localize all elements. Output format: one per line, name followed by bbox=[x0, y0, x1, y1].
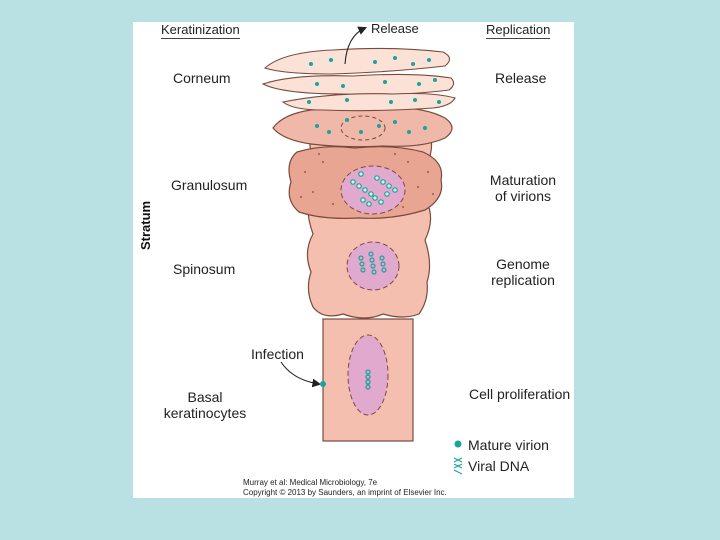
granulosum-label: Granulosum bbox=[171, 177, 247, 193]
maturation-label: Maturation of virions bbox=[478, 172, 568, 204]
stratum-axis-label: Stratum bbox=[138, 201, 153, 250]
maturation-label-line1: Maturation bbox=[478, 172, 568, 188]
corneum-layer bbox=[263, 48, 455, 110]
credit-line1: Murray et al: Medical Microbiology, 7e bbox=[243, 478, 377, 488]
infection-arrow bbox=[281, 362, 319, 384]
genome-label: Genome replication bbox=[478, 256, 568, 288]
legend-dna-label: Viral DNA bbox=[468, 458, 529, 474]
basal-label: Basal keratinocytes bbox=[155, 389, 255, 421]
keratinization-header: Keratinization bbox=[161, 22, 240, 39]
infection-label: Infection bbox=[251, 346, 304, 362]
legend-virion-label: Mature virion bbox=[468, 437, 549, 453]
granulosum-cell bbox=[289, 147, 442, 219]
legend-virion-icon bbox=[455, 441, 462, 448]
spinosum-nucleus bbox=[347, 242, 399, 290]
flattened-cell bbox=[273, 107, 452, 146]
proliferation-label: Cell proliferation bbox=[469, 386, 570, 402]
legend-dna-icon bbox=[454, 458, 462, 474]
credit-line2: Copyright © 2013 by Saunders, an imprint… bbox=[243, 488, 447, 498]
basal-label-line1: Basal bbox=[155, 389, 255, 405]
genome-label-line1: Genome bbox=[478, 256, 568, 272]
infecting-virion bbox=[320, 381, 326, 387]
release-top-label: Release bbox=[371, 22, 419, 37]
diagram-panel: Keratinization Replication Release Strat… bbox=[133, 22, 574, 498]
basal-cell bbox=[323, 319, 413, 441]
spinosum-label: Spinosum bbox=[173, 261, 235, 277]
genome-label-line2: replication bbox=[478, 272, 568, 288]
replication-header: Replication bbox=[486, 22, 550, 39]
release-label: Release bbox=[495, 70, 546, 86]
basal-label-line2: keratinocytes bbox=[155, 405, 255, 421]
corneum-label: Corneum bbox=[173, 70, 231, 86]
maturation-label-line2: of virions bbox=[478, 188, 568, 204]
